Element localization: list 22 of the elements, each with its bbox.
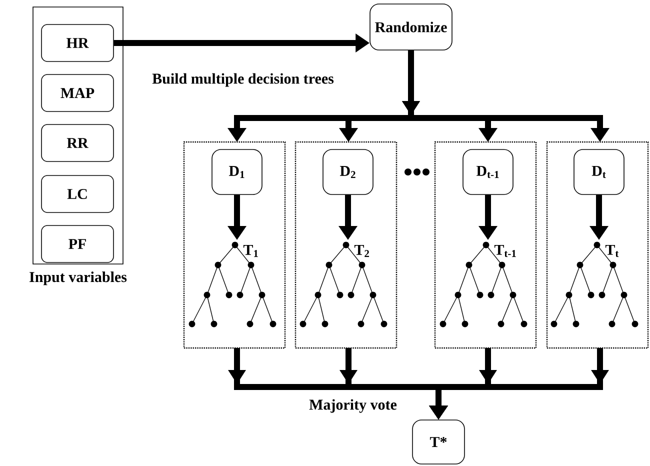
- data-cylinder: D$_{t}$: [574, 149, 624, 195]
- group-box: [546, 141, 649, 349]
- annotation-text: Majority vote: [309, 399, 397, 413]
- annotation-text: Build multiple decision trees: [152, 73, 334, 87]
- variable-box: MAP: [41, 74, 114, 112]
- node-label: Input variables: [30, 272, 127, 286]
- tree-label: T$_{1}$: [243, 245, 258, 257]
- group-box: [183, 141, 286, 349]
- data-cylinder: D$_{t-1}$: [462, 149, 514, 195]
- variable-box: LC: [41, 175, 114, 213]
- variable-box: HR: [41, 24, 114, 62]
- data-cylinder: D$_{2}$: [322, 149, 374, 195]
- data-cylinder: T*: [412, 420, 465, 464]
- group-box: [294, 141, 398, 349]
- data-cylinder: Randomize: [370, 4, 452, 50]
- tree-label: T$_{2}$: [354, 245, 369, 257]
- group-box: [434, 141, 537, 349]
- data-cylinder: D$_{1}$: [212, 149, 262, 195]
- variable-box: PF: [41, 225, 114, 263]
- variable-box: RR: [41, 124, 114, 162]
- tree-label: T$_{t}$: [605, 244, 619, 258]
- tree-label: T$_{t-1}$: [494, 244, 516, 258]
